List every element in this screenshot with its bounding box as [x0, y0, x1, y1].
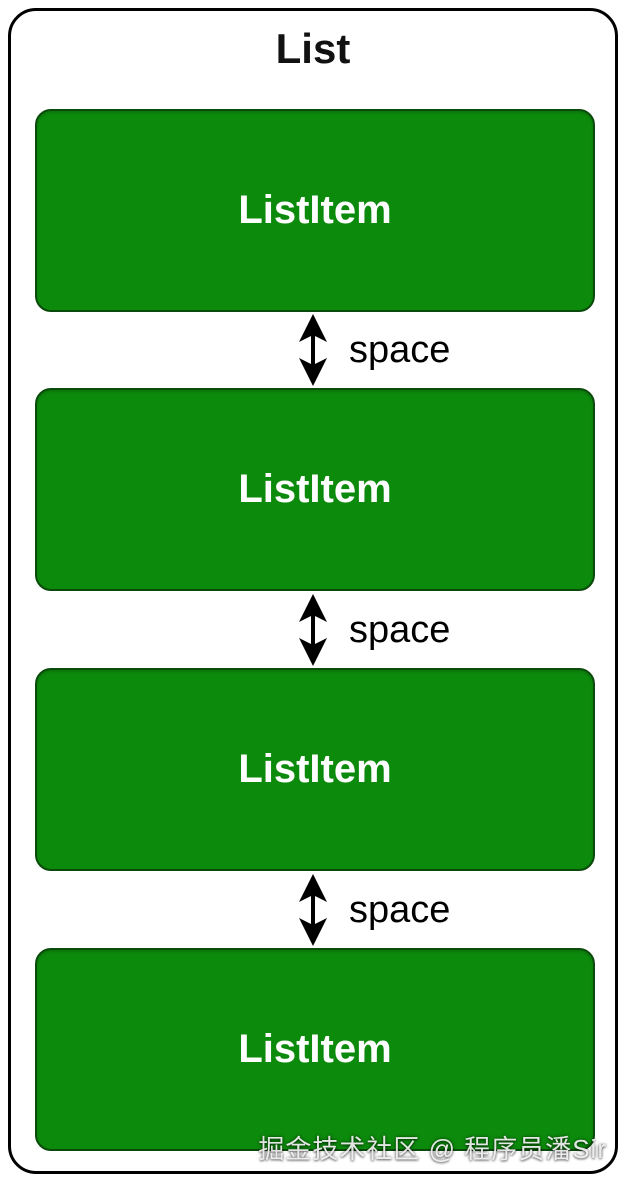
spacer-label: space: [349, 609, 451, 651]
list-item-label: ListItem: [238, 467, 392, 511]
list-item: ListItem: [35, 948, 595, 1151]
double-headed-vertical-arrow-icon: [297, 594, 329, 666]
list-item-label: ListItem: [238, 188, 392, 232]
list-item: ListItem: [35, 668, 595, 871]
list-container: List ListItem space ListItem space ListI…: [8, 8, 618, 1174]
spacer-row: space: [297, 312, 450, 388]
list-title: List: [275, 25, 351, 72]
spacer-label: space: [349, 329, 451, 371]
list-item-label: ListItem: [238, 1027, 392, 1071]
spacer-label: space: [349, 889, 451, 931]
spacer-row: space: [297, 872, 450, 948]
spacer-row: space: [297, 592, 450, 668]
list-item: ListItem: [35, 109, 595, 312]
double-headed-vertical-arrow-icon: [297, 314, 329, 386]
watermark: 掘金技术社区 @ 程序员潘Sir: [258, 1134, 607, 1164]
list-item: ListItem: [35, 388, 595, 591]
double-headed-vertical-arrow-icon: [297, 874, 329, 946]
list-item-label: ListItem: [238, 747, 392, 791]
